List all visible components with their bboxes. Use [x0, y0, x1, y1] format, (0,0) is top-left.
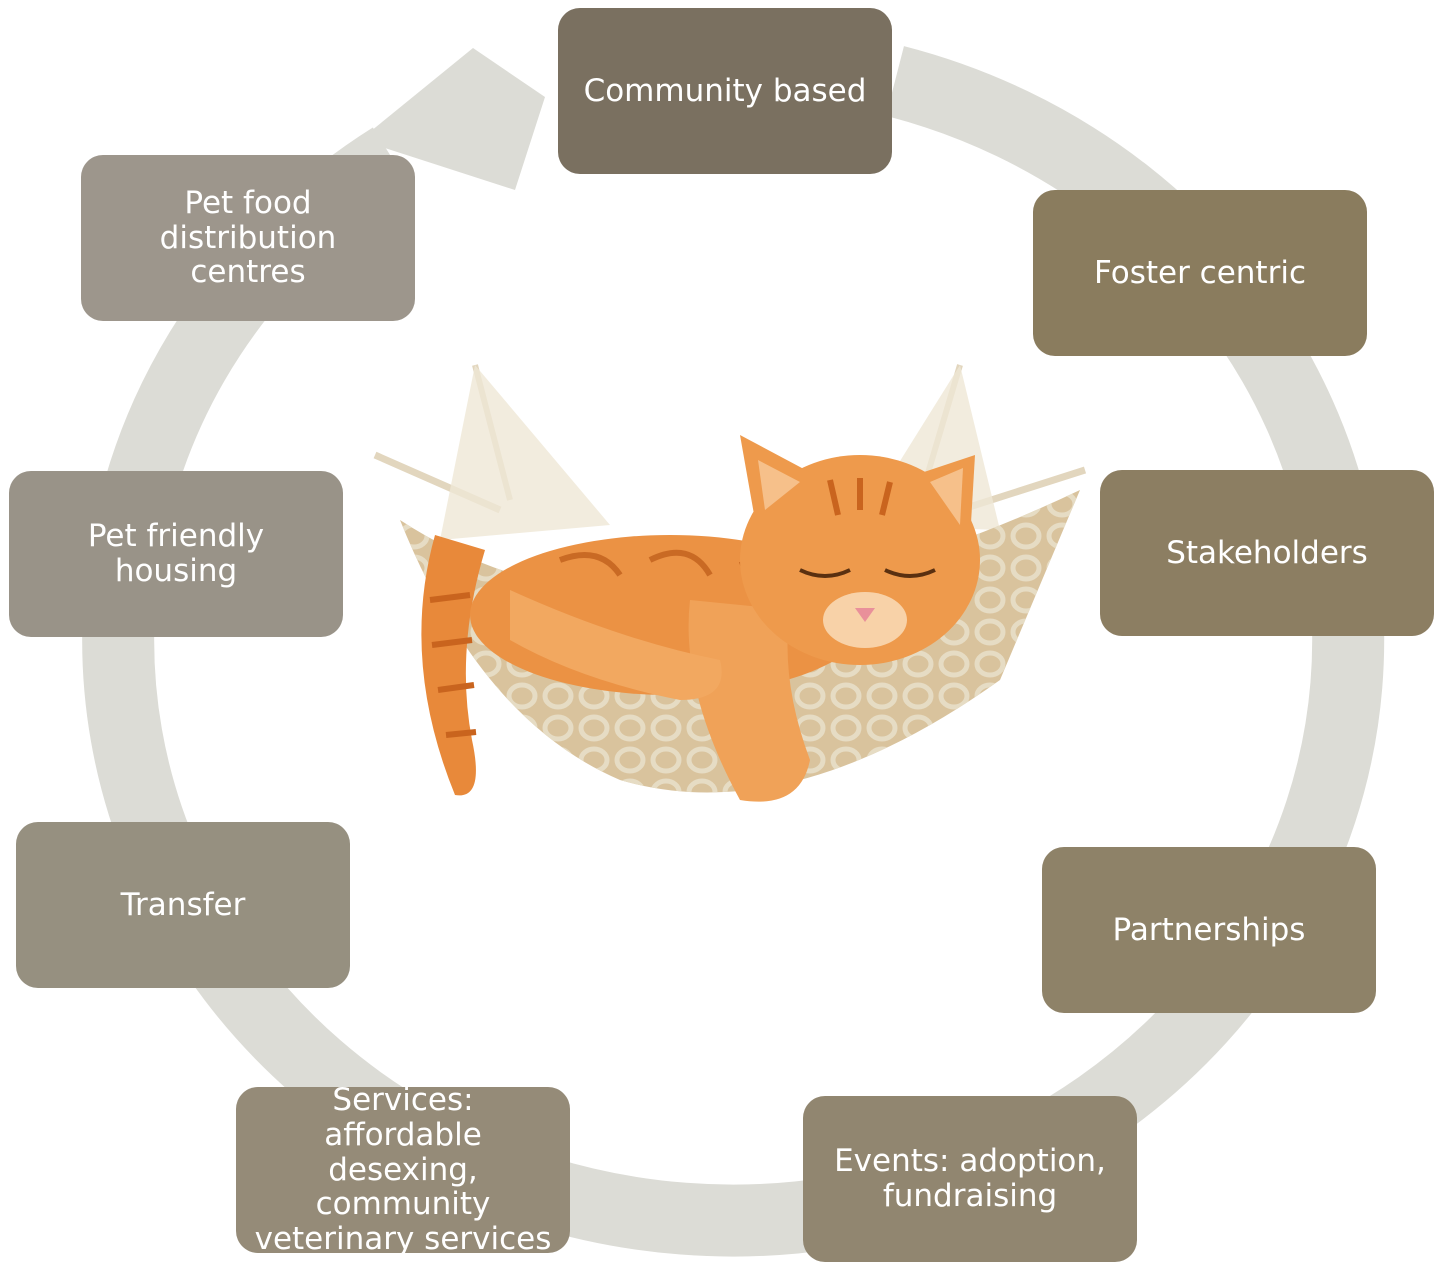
node-services: Services: affordable desexing, community…	[236, 1087, 570, 1253]
node-stakeholders: Stakeholders	[1100, 470, 1434, 636]
kitten-hammock-image	[360, 360, 1100, 840]
node-community-based: Community based	[558, 8, 892, 174]
node-pet-food-distribution: Pet food distribution centres	[81, 155, 415, 321]
node-transfer: Transfer	[16, 822, 350, 988]
node-stakeholders-label: Stakeholders	[1166, 536, 1368, 571]
node-foster-centric: Foster centric	[1033, 190, 1367, 356]
node-transfer-label: Transfer	[121, 888, 246, 923]
node-pet-friendly-housing: Pet friendly housing	[9, 471, 343, 637]
node-partnerships-label: Partnerships	[1113, 913, 1306, 948]
node-events-label: Events: adoption, fundraising	[834, 1144, 1106, 1213]
node-events: Events: adoption, fundraising	[803, 1096, 1137, 1262]
node-pet-friendly-housing-label: Pet friendly housing	[25, 519, 327, 588]
node-partnerships: Partnerships	[1042, 847, 1376, 1013]
node-pet-food-distribution-label: Pet food distribution centres	[97, 186, 399, 290]
node-foster-centric-label: Foster centric	[1094, 256, 1306, 291]
node-community-based-label: Community based	[584, 74, 867, 109]
node-services-label: Services: affordable desexing, community…	[252, 1083, 554, 1257]
